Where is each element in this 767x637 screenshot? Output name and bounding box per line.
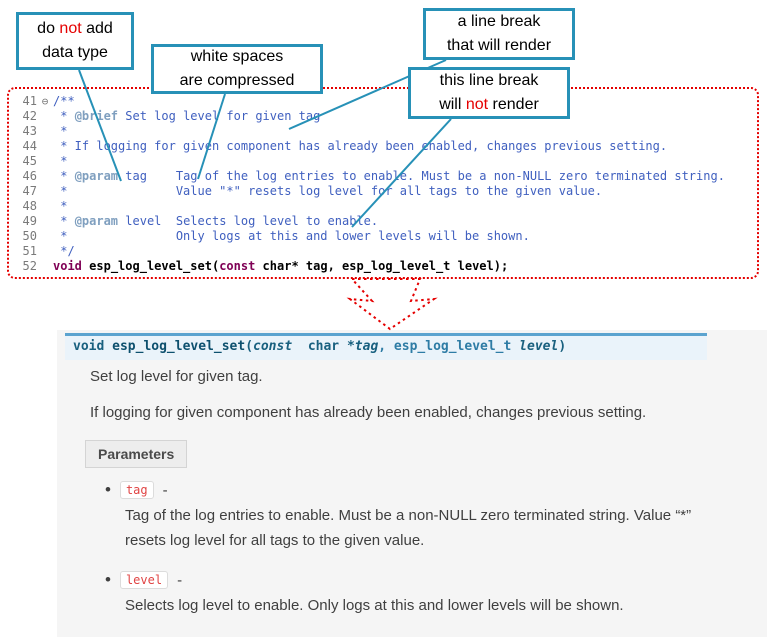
code-text: * If logging for given component has alr…	[53, 139, 668, 153]
fold-spacer	[37, 109, 53, 124]
code-line: 44 * If logging for given component has …	[9, 139, 757, 154]
sig-return-type: void	[73, 339, 113, 354]
code-line: 45 *	[9, 154, 757, 169]
flow-arrow	[346, 278, 438, 331]
code-editor: 41⊖/**42 * @brief Set log level for give…	[7, 87, 759, 279]
param-item-level: • level -	[105, 570, 182, 590]
sig-arg-level: level	[519, 339, 559, 354]
line-number: 41	[22, 94, 37, 108]
param-name-chip: tag	[119, 481, 154, 499]
code-line: 51 */	[9, 244, 757, 259]
callout-no-datatype: do not add data type	[16, 12, 134, 70]
param-name-chip: level	[119, 571, 169, 589]
doc-paragraph-brief: Set log level for given tag.	[90, 368, 263, 385]
sig-const-keyword: const	[253, 339, 300, 354]
line-number: 48	[22, 199, 37, 213]
code-text: /**	[53, 94, 75, 108]
callout-line: data type	[42, 44, 108, 61]
callout-line: that will render	[446, 37, 552, 54]
sig-paren-close: )	[558, 339, 567, 354]
line-number: 45	[22, 154, 37, 168]
bullet-icon: •	[105, 480, 111, 499]
code-line: 52 void esp_log_level_set(const char* tag…	[9, 259, 757, 274]
callout-line: white spaces	[190, 48, 284, 65]
fold-spacer	[37, 184, 53, 199]
callout-whitespace-compressed: white spaces are compressed	[151, 44, 323, 94]
code-text: *	[53, 199, 68, 213]
callout-line: do not add	[37, 20, 113, 37]
callout-linebreak-not-render: this line break will not render	[408, 67, 570, 119]
fold-spacer	[37, 229, 53, 244]
code-lines: 41⊖/**42 * @brief Set log level for give…	[9, 94, 757, 274]
line-number: 47	[22, 184, 37, 198]
callout-line: will not render	[439, 96, 539, 113]
sig-paren-open: (	[245, 339, 254, 354]
line-number: 43	[22, 124, 37, 138]
param-desc-level: Selects log level to enable. Only logs a…	[125, 597, 624, 614]
fold-spacer	[37, 169, 53, 184]
code-line: 49 * @param level Selects log level to e…	[9, 214, 757, 229]
line-number: 42	[22, 109, 37, 123]
code-line: 43 *	[9, 124, 757, 139]
bullet-icon: •	[105, 570, 111, 589]
code-text: * Only logs at this and lower levels wil…	[53, 229, 530, 243]
line-number: 52	[22, 259, 37, 273]
code-text: * Value "*" resets log level for all tag…	[53, 184, 603, 198]
callout-line: this line break	[439, 72, 539, 89]
code-line: 50 * Only logs at this and lower levels …	[9, 229, 757, 244]
code-text: void esp_log_level_set(const char* tag, …	[53, 259, 509, 273]
code-text: * @param level Selects log level to enab…	[53, 214, 379, 228]
code-text: */	[53, 244, 75, 258]
doc-paragraph-details: If logging for given component has alrea…	[90, 404, 647, 421]
sig-arg-tag: tag	[354, 339, 379, 354]
line-number: 51	[22, 244, 37, 258]
fold-spacer	[37, 154, 53, 169]
param-item-tag: • tag -	[105, 480, 168, 500]
code-text: * @param tag Tag of the log entries to e…	[53, 169, 725, 183]
code-line: 46 * @param tag Tag of the log entries t…	[9, 169, 757, 184]
callout-line: are compressed	[179, 72, 295, 89]
line-number: 49	[22, 214, 37, 228]
fold-spacer	[37, 214, 53, 229]
code-text: *	[53, 124, 68, 138]
code-line: 47 * Value "*" resets log level for all …	[9, 184, 757, 199]
fold-icon[interactable]: ⊖	[41, 95, 49, 108]
param-dash: -	[177, 571, 183, 589]
sig-type-esp-log-level-t: , esp_log_level_t	[378, 339, 520, 354]
code-text: * @brief Set log level for given tag	[53, 109, 321, 123]
param-dash: -	[162, 481, 168, 499]
fold-spacer	[37, 199, 53, 214]
line-number: 46	[22, 169, 37, 183]
param-desc-tag: Tag of the log entries to enable. Must b…	[125, 507, 692, 549]
fold-spacer	[37, 139, 53, 154]
sig-char-pointer: char *	[300, 339, 355, 354]
sig-function-name: esp_log_level_set	[112, 339, 246, 354]
code-line: 41 ⊖ /**	[9, 94, 757, 109]
callout-linebreak-renders: a line break that will render	[423, 8, 575, 60]
fold-spacer	[37, 259, 53, 274]
line-number: 44	[22, 139, 37, 153]
callout-line: a line break	[457, 13, 541, 30]
doc-preview-panel: void esp_log_level_set(const char *tag, …	[57, 330, 767, 637]
fold-spacer	[37, 244, 53, 259]
function-signature: void esp_log_level_set(const char *tag, …	[65, 333, 707, 360]
code-line: 42 * @brief Set log level for given tag	[9, 109, 757, 124]
code-text: *	[53, 154, 68, 168]
fold-spacer	[37, 124, 53, 139]
line-number: 50	[22, 229, 37, 243]
parameters-label: Parameters	[85, 440, 188, 468]
code-line: 48 *	[9, 199, 757, 214]
